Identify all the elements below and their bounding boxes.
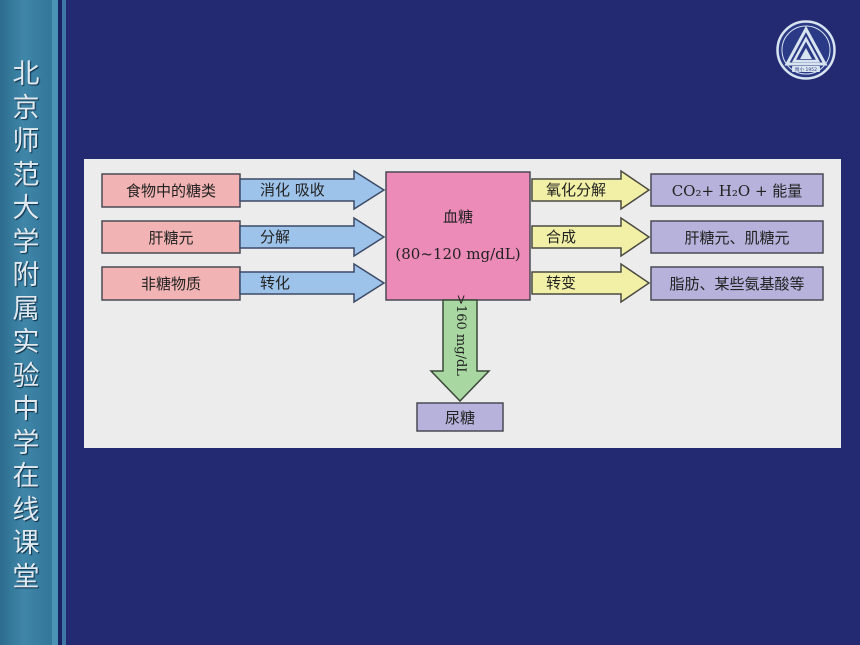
title-char: 课 [12, 528, 40, 559]
arrow-label: 转变 [546, 274, 577, 292]
title-char: 大 [12, 193, 40, 224]
arrow-conversion [239, 262, 386, 304]
arrow-label: 转化 [260, 274, 291, 292]
sidebar-banner [0, 0, 52, 645]
title-char: 中 [12, 394, 40, 425]
school-title-vertical: 北 京 师 范 大 学 附 属 实 验 中 学 在 线 课 堂 [0, 58, 52, 594]
arrow-label: 合成 [546, 228, 577, 246]
arrow-digestion-absorption [239, 169, 386, 211]
title-char: 实 [12, 327, 40, 358]
input-label: 食物中的糖类 [125, 182, 216, 200]
title-char: 学 [12, 427, 40, 459]
output-label: CO₂+ H₂O + 能量 [671, 181, 803, 200]
title-char: 师 [12, 126, 40, 157]
blood-sugar-diagram: 食物中的糖类 肝糖元 非糖物质 消化 吸收 分解 转化 血糖 (80~120 m… [84, 159, 841, 448]
title-char: 线 [12, 494, 40, 526]
arrow-transformation [531, 262, 651, 304]
threshold-label: >160 mg/dL [453, 294, 468, 376]
output-box-glycogen [650, 220, 824, 254]
title-char: 在 [12, 461, 40, 492]
urine-sugar-box [416, 402, 504, 432]
title-char: 京 [12, 92, 40, 124]
arrow-label: 分解 [260, 228, 291, 246]
arrow-decomposition [239, 216, 386, 258]
title-char: 学 [12, 226, 40, 258]
sidebar-divider [52, 0, 58, 645]
title-char: 属 [12, 293, 40, 325]
output-label: 脂肪、某些氨基酸等 [669, 275, 805, 293]
arrow-label: 消化 吸收 [260, 181, 325, 199]
title-char: 堂 [12, 561, 40, 593]
title-char: 北 [12, 59, 40, 90]
sidebar-divider [58, 0, 62, 645]
input-label: 非糖物质 [140, 275, 201, 293]
output-label: 肝糖元、肌糖元 [684, 228, 790, 247]
input-box-food-sugar [101, 173, 241, 208]
title-char: 验 [12, 360, 40, 392]
output-box-energy [650, 173, 824, 207]
title-char: 范 [12, 159, 40, 191]
arrow-label: 氧化分解 [546, 181, 607, 199]
sidebar-divider [62, 0, 66, 645]
arrow-synthesis [531, 216, 651, 258]
school-logo-icon: 附小 1952 [776, 20, 836, 80]
title-char: 附 [12, 260, 40, 291]
input-label: 肝糖元 [148, 228, 194, 247]
blood-sugar-title: 血糖 [442, 207, 473, 226]
blood-sugar-box [385, 171, 531, 301]
arrow-oxidative-decomposition [531, 169, 651, 211]
arrow-urine-threshold [429, 299, 491, 403]
urine-sugar-label: 尿糖 [444, 408, 475, 427]
output-box-fat-amino [650, 266, 824, 301]
blood-sugar-range: (80~120 mg/dL) [395, 245, 521, 263]
logo-text: 附小 1952 [795, 66, 817, 73]
